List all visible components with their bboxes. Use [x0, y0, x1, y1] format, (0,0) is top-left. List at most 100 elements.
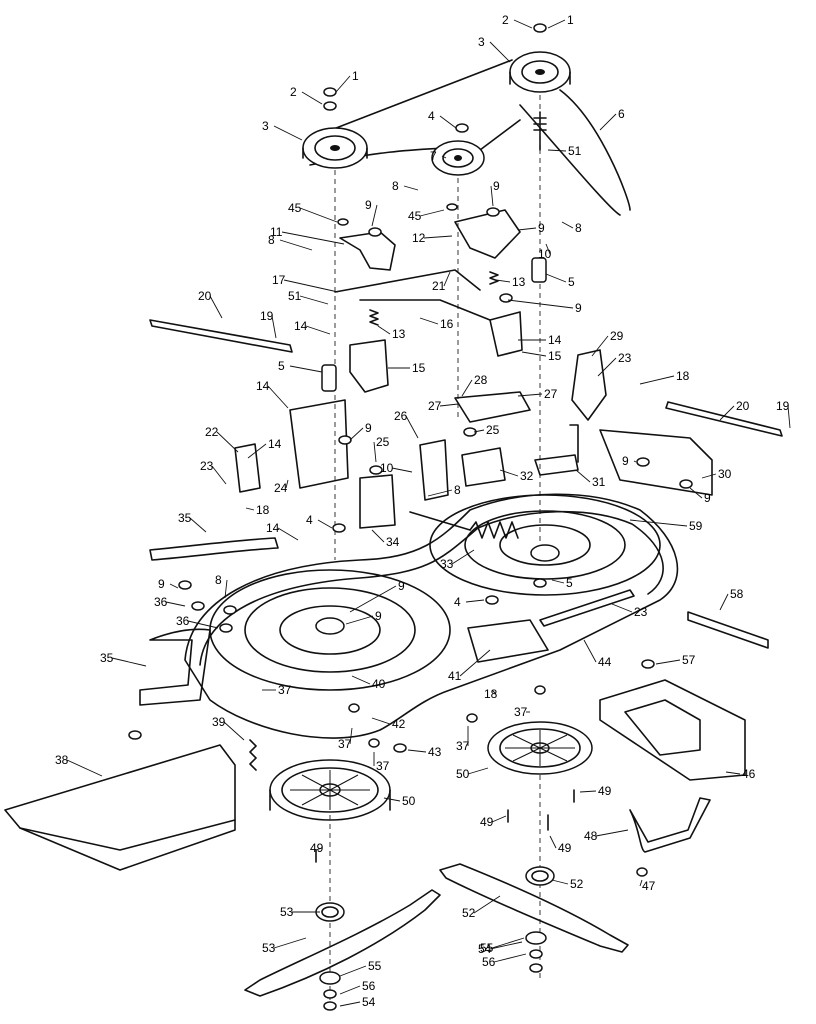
- callout-label: 28: [474, 373, 488, 387]
- callout-leader: [521, 351, 547, 357]
- callout-leader: [591, 335, 609, 357]
- callout-label: 14: [266, 521, 280, 535]
- callout-leader: [595, 829, 629, 837]
- callout-leader: [299, 295, 329, 305]
- callout-leader: [301, 91, 323, 105]
- callout-label: 35: [100, 651, 114, 665]
- callout-label: 20: [736, 399, 750, 413]
- callout-leader: [371, 717, 391, 725]
- callout-leader: [599, 113, 617, 131]
- callout-leader: [299, 207, 338, 223]
- callout-leader: [383, 797, 401, 802]
- callout-label: 50: [456, 767, 470, 781]
- callout-leader: [317, 519, 333, 529]
- callout-leader: [517, 393, 543, 397]
- callout-label: 45: [408, 209, 422, 223]
- callout-leader: [283, 279, 339, 293]
- lower-components: [4, 537, 746, 871]
- callout-label: 46: [742, 767, 756, 781]
- callout-label: 41: [448, 669, 462, 683]
- callout-leader: [209, 295, 223, 319]
- callout-leader: [725, 771, 741, 775]
- callout-label: 8: [454, 483, 461, 497]
- callout-leader: [439, 403, 459, 407]
- callout-label: 4: [428, 109, 435, 123]
- callout-label: 7: [430, 149, 437, 163]
- callout-label: 15: [412, 361, 426, 375]
- callout-leader: [339, 1001, 361, 1007]
- callout-label: 9: [538, 221, 545, 235]
- callout-label: 13: [512, 275, 526, 289]
- callout-label: 14: [256, 379, 270, 393]
- callout-leader: [111, 657, 147, 667]
- callout-leader: [517, 227, 537, 231]
- blade-hubs: [269, 721, 593, 1010]
- callout-leader: [247, 443, 267, 459]
- callout-label: 19: [776, 399, 790, 413]
- callout-leader: [490, 185, 494, 207]
- callout-leader: [391, 467, 413, 473]
- callout-label: 48: [584, 829, 598, 843]
- blades: [244, 863, 629, 1011]
- callout-leader: [419, 209, 445, 217]
- callout-leader: [491, 937, 525, 949]
- callout-leader: [443, 271, 451, 287]
- callout-label: 8: [268, 233, 275, 247]
- callout-leader: [339, 965, 367, 977]
- callout-label: 37: [376, 759, 390, 773]
- callout-leader: [491, 815, 507, 823]
- pulley-assembly: [302, 23, 631, 560]
- callout-label: 2: [290, 85, 297, 99]
- callout-label: 13: [392, 327, 406, 341]
- callout-label: 49: [480, 815, 494, 829]
- callout-leader: [561, 221, 574, 229]
- callout-label: 37: [278, 683, 292, 697]
- callout-label: 51: [568, 144, 582, 158]
- callout-leader: [271, 315, 277, 339]
- callout-leader: [377, 325, 391, 335]
- callout-label: 56: [482, 955, 496, 969]
- callout-leader: [611, 603, 633, 613]
- callout-leader: [267, 385, 289, 409]
- callout-leader: [451, 549, 475, 565]
- callout-label: 5: [278, 359, 285, 373]
- callout-leader: [407, 749, 427, 753]
- callout-leader: [423, 235, 453, 239]
- callout-label: 18: [676, 369, 690, 383]
- callout-label: 10: [380, 461, 394, 475]
- callout-leader: [305, 325, 331, 335]
- callout-label: 17: [272, 273, 286, 287]
- callout-leader: [439, 115, 457, 129]
- callout-label: 9: [375, 609, 382, 623]
- callout-label: 44: [598, 655, 612, 669]
- callout-leader: [467, 767, 489, 775]
- callout-leader: [223, 721, 245, 741]
- callout-label: 39: [212, 715, 226, 729]
- callout-leader: [345, 615, 374, 625]
- callout-label: 9: [365, 198, 372, 212]
- callout-label: 55: [480, 941, 494, 955]
- callout-leader: [547, 19, 566, 29]
- callout-leader: [373, 441, 377, 463]
- callout-label: 38: [55, 753, 69, 767]
- hardware-nuts: [128, 203, 693, 877]
- callout-leader: [371, 529, 385, 543]
- callout-leader: [405, 415, 419, 439]
- callout-label: 9: [398, 579, 405, 593]
- callout-label: 27: [544, 387, 558, 401]
- callout-leader: [273, 125, 303, 141]
- callout-leader: [493, 953, 527, 963]
- callout-leader: [371, 204, 378, 227]
- callout-label: 25: [486, 423, 500, 437]
- callout-label: 15: [548, 349, 562, 363]
- callout-leader: [441, 155, 447, 159]
- callout-leader: [499, 469, 519, 477]
- callout-leader: [719, 405, 735, 421]
- callout-label: 8: [392, 179, 399, 193]
- callout-leader: [169, 583, 179, 589]
- callout-label: 18: [256, 503, 270, 517]
- callout-label: 30: [718, 467, 732, 481]
- callout-label: 12: [412, 231, 426, 245]
- callout-leader: [403, 185, 419, 191]
